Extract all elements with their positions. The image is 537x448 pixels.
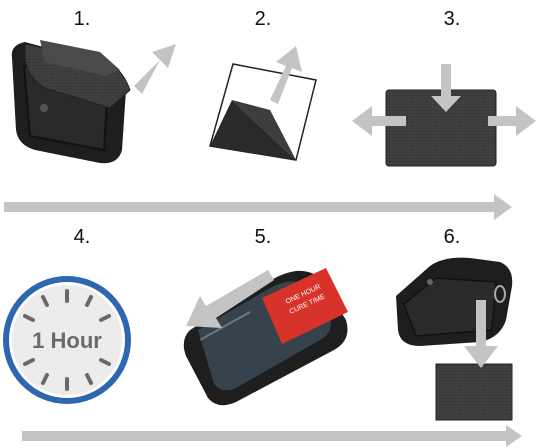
step-2-adhesive-liner xyxy=(210,64,316,160)
step-5-phone-in-case: ONE HOUR CURE TIME xyxy=(184,268,348,405)
clock-text: 1 Hour xyxy=(32,328,102,353)
step-1-case-peel xyxy=(12,40,130,163)
timeline-arrow-bottom xyxy=(22,425,522,447)
step-4-clock: 1 Hour xyxy=(3,276,131,404)
step-1-arrow xyxy=(134,44,176,94)
step-6-case-attach xyxy=(396,258,512,420)
timeline-arrow-top xyxy=(4,194,512,220)
